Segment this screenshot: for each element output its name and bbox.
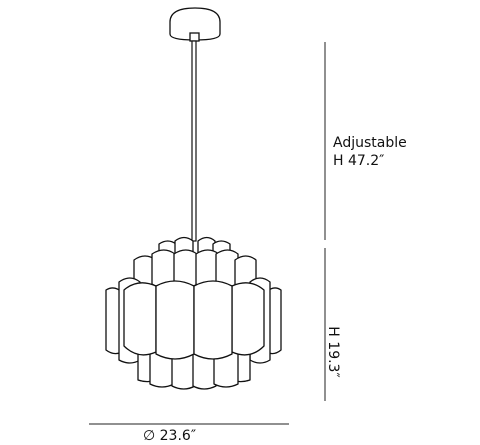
adjustable-height-label: Adjustable H 47.2″: [333, 134, 407, 170]
diameter-label: ∅ 23.6″: [143, 428, 197, 444]
adjustable-text: Adjustable: [333, 135, 407, 151]
suspension-rod: [191, 40, 197, 242]
adjustable-height-value: H 47.2″: [333, 153, 385, 169]
petal-shade: [105, 236, 282, 390]
body-height-label: H 19.3″: [325, 326, 341, 378]
ceiling-canopy: [169, 7, 221, 42]
